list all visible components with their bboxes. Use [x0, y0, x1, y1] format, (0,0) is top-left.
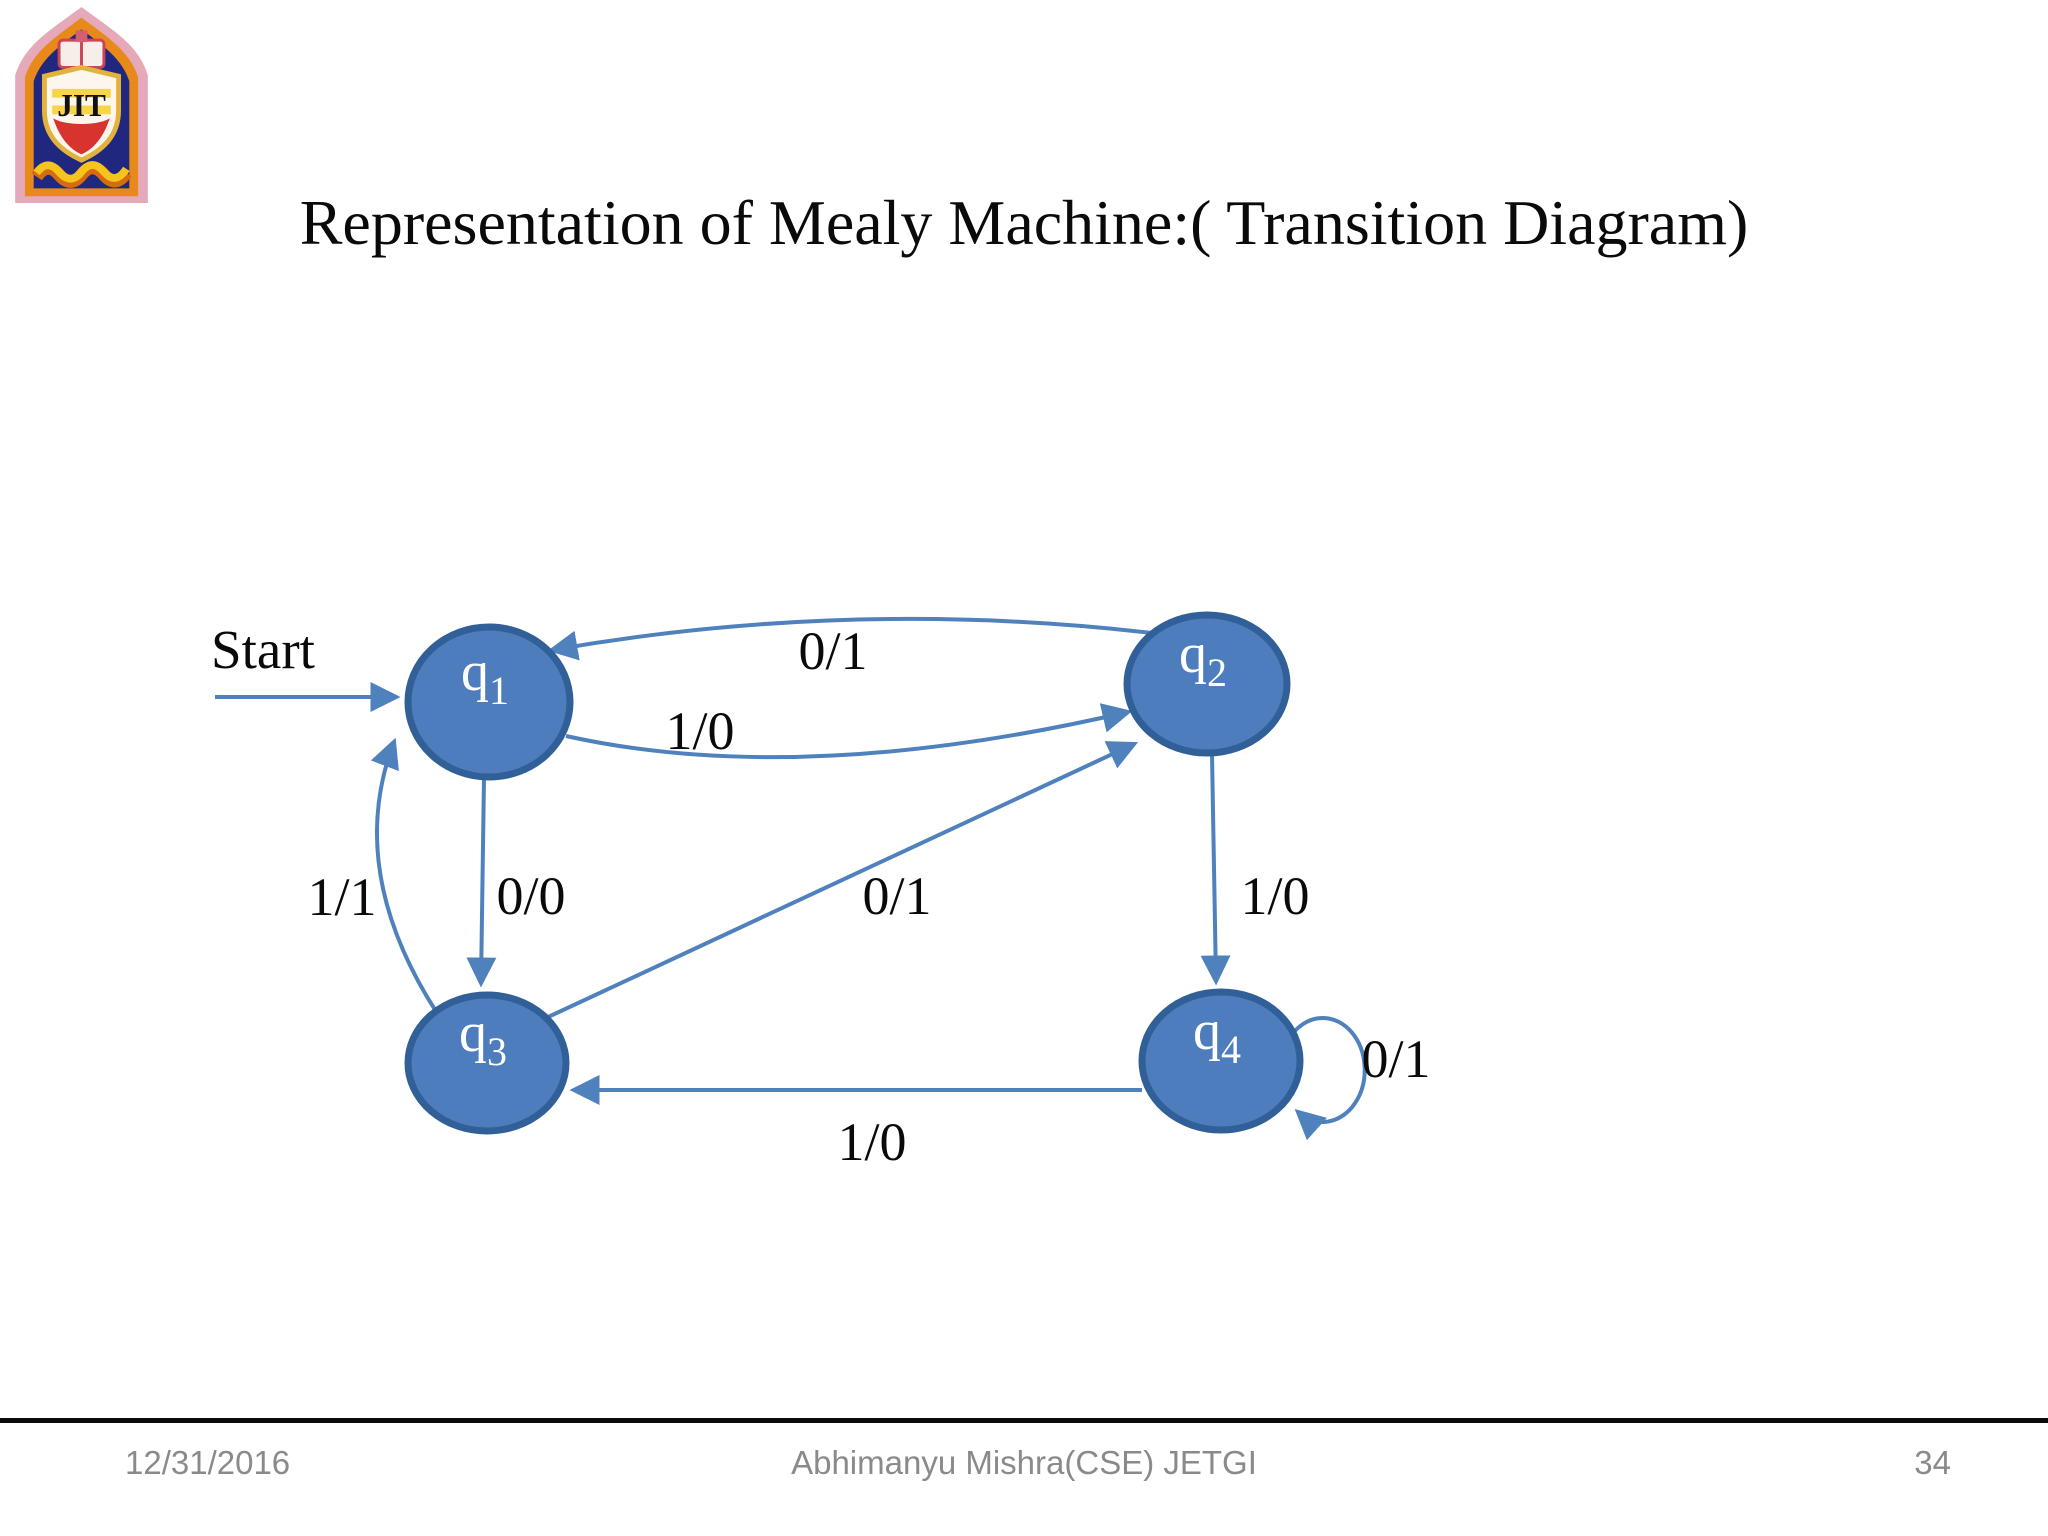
state-label-q1: q1 [461, 641, 509, 713]
edge-label-q4-q3: 1/0 [837, 1112, 906, 1172]
edge-label-q3-q2: 0/1 [862, 866, 931, 926]
state-q1 [404, 623, 574, 781]
edge-q4-self-loop [1292, 1015, 1367, 1141]
edge-q3-q1 [370, 737, 439, 1015]
institute-logo: JIT [15, 6, 148, 204]
footer-divider [0, 1418, 2048, 1423]
slide-title: Representation of Mealy Machine:( Transi… [299, 187, 1749, 258]
state-q2 [1123, 611, 1291, 757]
edge-label-q1-q2: 1/0 [665, 701, 734, 761]
footer: 12/31/2016 Abhimanyu Mishra(CSE) JETGI 3… [0, 1444, 2048, 1494]
state-label-q3: q3 [459, 1002, 507, 1074]
logo-shield: JIT [41, 64, 122, 163]
edge-q1-q2 [565, 703, 1133, 760]
state-label-q2: q2 [1179, 623, 1227, 695]
edge-label-q3-q1: 1/1 [307, 867, 376, 927]
edge-label-q1-q3: 0/0 [496, 866, 565, 926]
edge-label-q2-q1: 0/1 [798, 621, 867, 681]
state-q3 [404, 991, 570, 1135]
edge-q2-q4 [1200, 753, 1231, 986]
state-label-q4: q4 [1193, 1000, 1241, 1072]
edge-label-q4-self: 0/1 [1361, 1029, 1430, 1089]
footer-date: 12/31/2016 [125, 1444, 291, 1481]
edge-q2-q1 [547, 616, 1153, 661]
start-label: Start [211, 619, 315, 680]
edge-q1-q3 [466, 777, 497, 988]
edge-label-q2-q4: 1/0 [1240, 866, 1309, 926]
logo-ribbon [31, 161, 132, 188]
footer-page-number: 34 [1914, 1444, 1951, 1481]
state-q4 [1138, 988, 1304, 1134]
logo-text: JIT [57, 88, 106, 123]
footer-author: Abhimanyu Mishra(CSE) JETGI [791, 1444, 1257, 1481]
edge-q3-q2 [545, 741, 1139, 1020]
